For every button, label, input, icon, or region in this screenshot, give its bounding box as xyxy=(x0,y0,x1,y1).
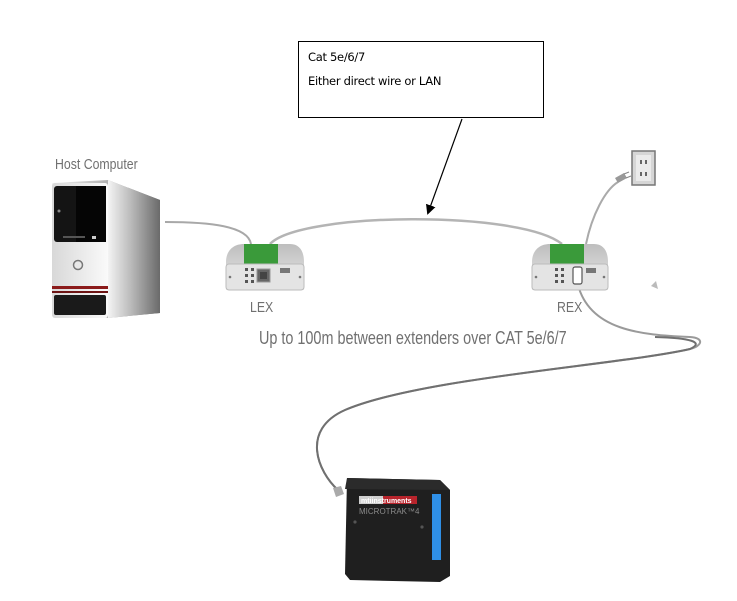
microtrak-sensor-icon xyxy=(333,478,450,582)
cable-host-to-lex xyxy=(164,221,252,245)
distance-caption: Up to 100m between extenders over CAT 5e… xyxy=(259,328,567,348)
lex-extender-icon xyxy=(225,244,305,291)
callout-box: Cat 5e/6/7 Either direct wire or LAN xyxy=(298,41,544,118)
callout-connection-note: Either direct wire or LAN xyxy=(308,74,442,88)
callout-cable-type: Cat 5e/6/7 xyxy=(308,50,366,64)
wall-outlet-icon xyxy=(631,150,656,186)
host-computer-icon xyxy=(52,180,160,318)
power-cable xyxy=(585,171,632,245)
partial-cable-right xyxy=(651,281,658,289)
sensor-model-text: MICROTRAK™4 xyxy=(359,507,420,516)
callout-arrow xyxy=(426,118,463,215)
rex-label: REX xyxy=(557,299,583,316)
host-computer-label: Host Computer xyxy=(55,156,138,173)
lex-label: LEX xyxy=(250,299,274,316)
sensor-brand-text: mtiinstruments xyxy=(361,498,412,505)
sensor-cable xyxy=(316,284,702,491)
cable-lex-to-rex xyxy=(269,218,563,245)
rex-extender-icon xyxy=(531,244,609,291)
